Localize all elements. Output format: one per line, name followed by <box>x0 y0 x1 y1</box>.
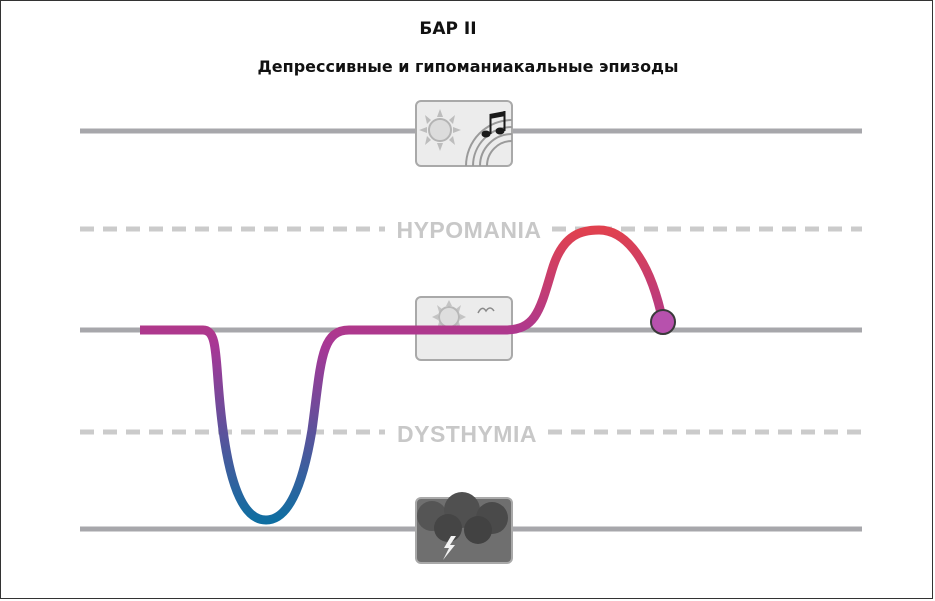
lightning-icon <box>443 536 456 560</box>
mood-curve <box>140 225 668 525</box>
storm-cloud-icon <box>417 492 508 544</box>
mania-icon-card <box>415 100 513 167</box>
depression-icon-card <box>415 492 513 564</box>
bird-icon <box>477 307 495 314</box>
diagram-subtitle: Депрессивные и гипоманиакальные эпизоды <box>258 57 679 76</box>
hypomania-label: HYPOMANIA <box>396 217 541 243</box>
diagram-title: БАР II <box>419 19 476 39</box>
sun-icon <box>419 109 461 151</box>
music-note-icon <box>481 111 506 138</box>
dysthymia-label: DYSTHYMIA <box>397 421 537 447</box>
mood-end-marker <box>650 309 676 335</box>
